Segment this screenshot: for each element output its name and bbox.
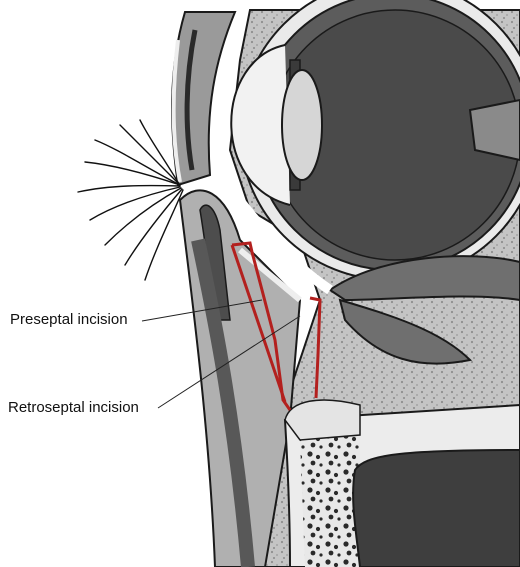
orbital-rim-bone (285, 400, 360, 440)
eyelashes (78, 120, 183, 280)
optic-nerve (470, 100, 520, 160)
preseptal-incision-label: Preseptal incision (10, 311, 128, 329)
maxillary-sinus (353, 450, 520, 567)
lens (282, 70, 322, 180)
bone-marrow (300, 432, 360, 567)
retroseptal-incision-label: Retroseptal incision (8, 399, 139, 417)
upper-eyelid (172, 12, 235, 185)
